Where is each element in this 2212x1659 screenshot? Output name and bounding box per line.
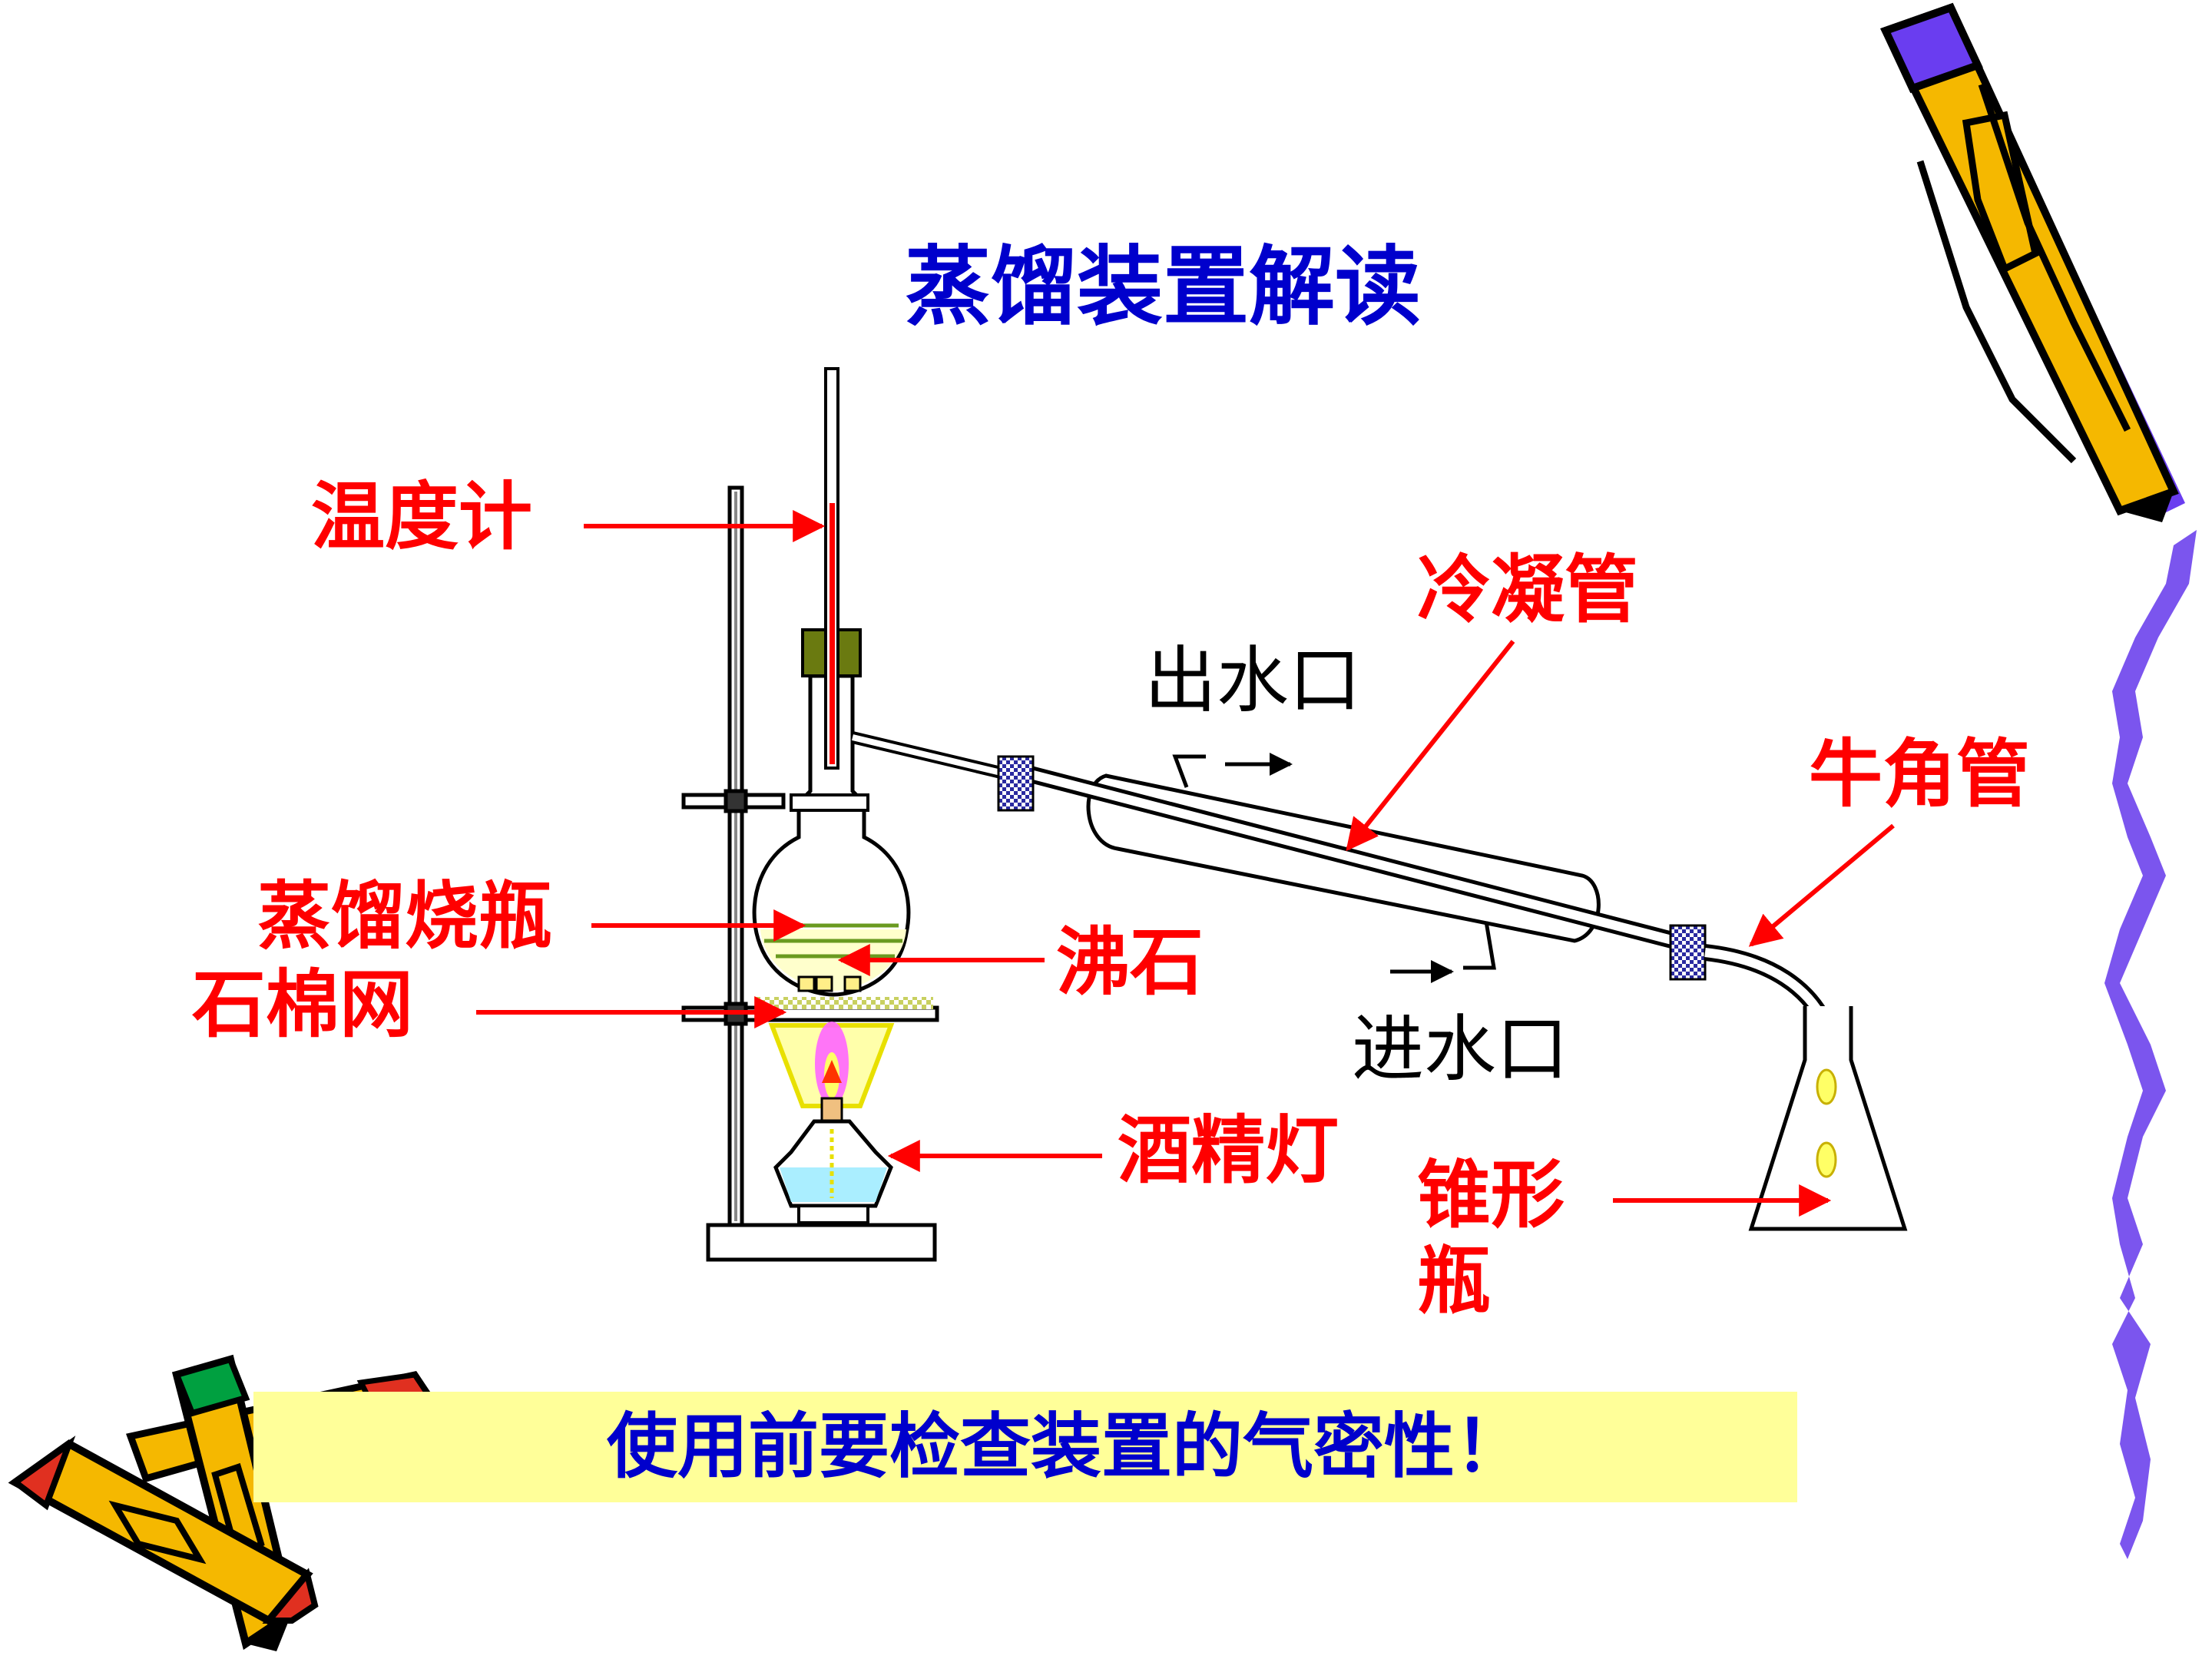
boiling-chips (797, 975, 816, 992)
label-gauze: 石棉网 (192, 962, 413, 1048)
pencil-decoration-top-right (1880, 2, 2185, 522)
pointer-arrows (476, 510, 1895, 1217)
label-water-in: 进水口 (1352, 1008, 1569, 1091)
alcohol-lamp (768, 1022, 895, 1224)
page-title: 蒸馏装置解读 (905, 237, 1421, 337)
condenser (997, 754, 1707, 981)
label-boiling-chips: 沸石 (1056, 919, 1204, 1005)
label-alcohol-lamp: 酒精灯 (1118, 1108, 1339, 1194)
note-banner (253, 1392, 1797, 1502)
condenser-stopper-left (997, 755, 1035, 812)
label-water-out: 出水口 (1144, 639, 1362, 723)
label-conical-flask-line2: 瓶 (1417, 1238, 1491, 1324)
label-adapter: 牛角管 (1809, 731, 2030, 817)
label-condenser: 冷凝管 (1417, 547, 1638, 633)
conical-flask (1748, 1006, 1908, 1231)
condenser-stopper-right (1669, 924, 1707, 981)
label-thermometer: 温度计 (311, 474, 532, 560)
label-conical-flask-line1: 锥形 (1417, 1152, 1565, 1238)
label-flask: 蒸馏烧瓶 (257, 873, 552, 959)
note-text: 使用前要检查装置的气密性！ (607, 1406, 1526, 1488)
asbestos-gauze (757, 997, 933, 1009)
purple-ribbon-decoration (2104, 530, 2197, 1559)
arrow-condenser (1346, 640, 1515, 852)
thermometer (824, 367, 839, 770)
arrow-adapter (1748, 823, 1895, 947)
